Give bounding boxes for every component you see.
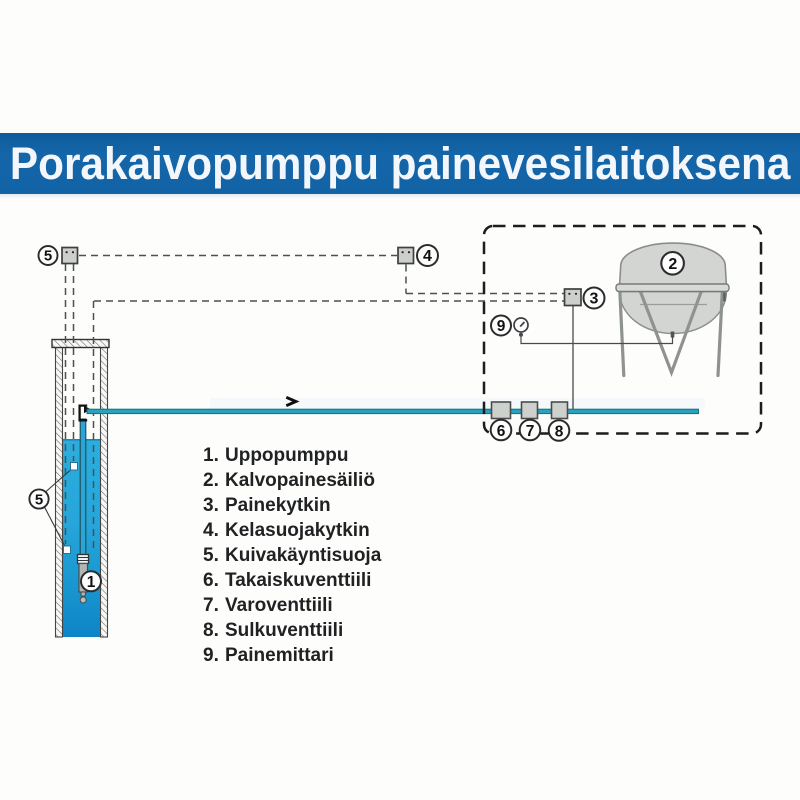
svg-text:5: 5 <box>44 248 52 265</box>
svg-text:3: 3 <box>590 291 599 308</box>
svg-text:2: 2 <box>668 256 677 273</box>
svg-text:1: 1 <box>87 574 96 591</box>
svg-text:9: 9 <box>497 318 506 335</box>
svg-text:8: 8 <box>555 423 564 440</box>
svg-text:4: 4 <box>423 248 432 265</box>
svg-text:5: 5 <box>35 491 43 508</box>
svg-text:7: 7 <box>526 423 535 440</box>
svg-text:6: 6 <box>497 423 506 440</box>
